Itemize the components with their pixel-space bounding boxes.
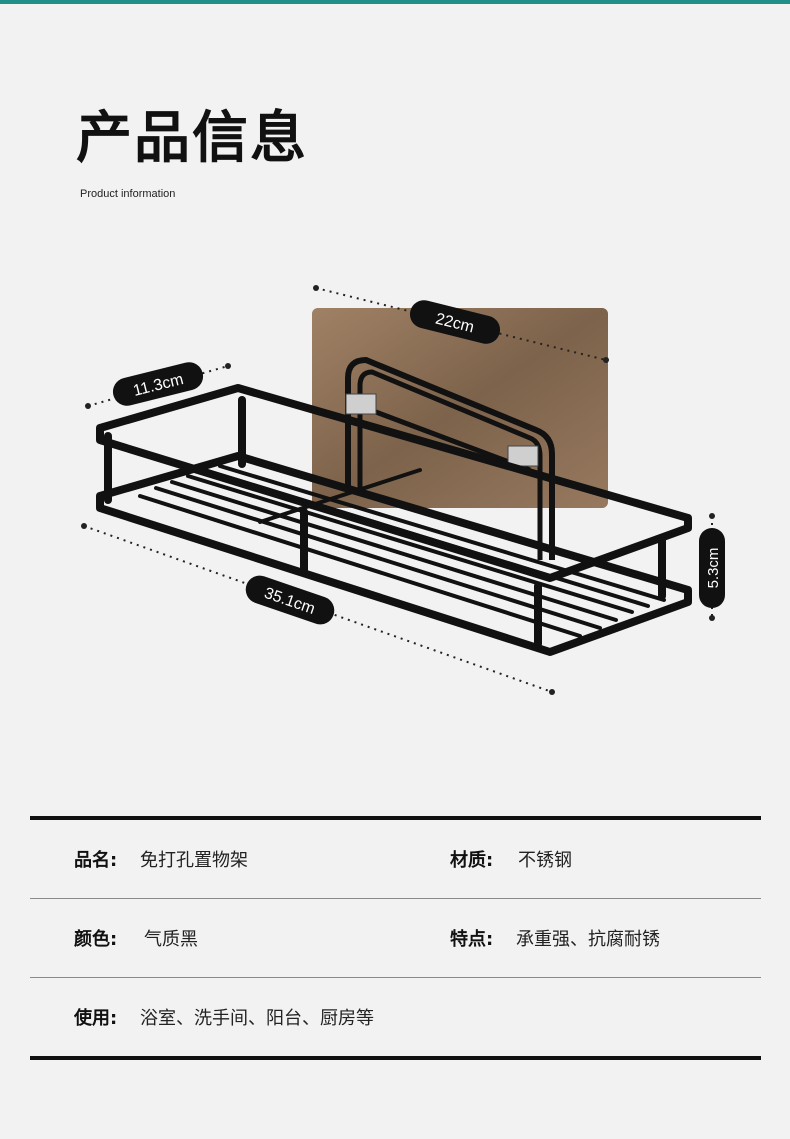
spec-row-divider [30, 898, 761, 899]
spec-table-top-rule [30, 816, 761, 820]
page-title: 产品信息 [76, 106, 308, 171]
dimension-height-pill: 5.3cm [699, 528, 725, 608]
top-accent-bar [0, 0, 790, 4]
spec-row-divider [30, 977, 761, 978]
spec-value-color: 气质黑 [144, 929, 198, 950]
spec-label-color: 颜色: [74, 929, 118, 950]
spec-value-usage: 浴室、洗手间、阳台、厨房等 [140, 1008, 374, 1029]
spec-row: 颜色: 气质黑 特点: 承重强、抗腐耐锈 [30, 899, 761, 977]
spec-value-material: 不锈钢 [518, 850, 572, 871]
dimension-width-pill: 22cm [409, 300, 501, 344]
page-subtitle: Product information [80, 188, 176, 200]
spec-label-usage: 使用: [74, 1008, 118, 1029]
product-illustration: 22cm 11.3cm 35.1cm 5.3cm [81, 285, 725, 695]
spec-value-name: 免打孔置物架 [140, 850, 248, 871]
spec-row: 品名: 免打孔置物架 材质: 不锈钢 [30, 820, 761, 898]
spec-table: 品名: 免打孔置物架 材质: 不锈钢 颜色: 气质黑 特点: 承重强、抗腐耐锈 … [30, 816, 761, 1060]
spec-value-feature: 承重强、抗腐耐锈 [516, 929, 660, 950]
adhesive-panel-icon [312, 308, 608, 560]
dimension-height-label: 5.3cm [705, 548, 722, 589]
spec-label-material: 材质: [450, 850, 494, 871]
wire-rack-icon [96, 384, 692, 656]
spec-label-name: 品名: [74, 850, 118, 871]
spec-label-feature: 特点: [450, 929, 494, 950]
spec-row: 使用: 浴室、洗手间、阳台、厨房等 [30, 978, 761, 1056]
spec-table-bottom-rule [30, 1056, 761, 1060]
